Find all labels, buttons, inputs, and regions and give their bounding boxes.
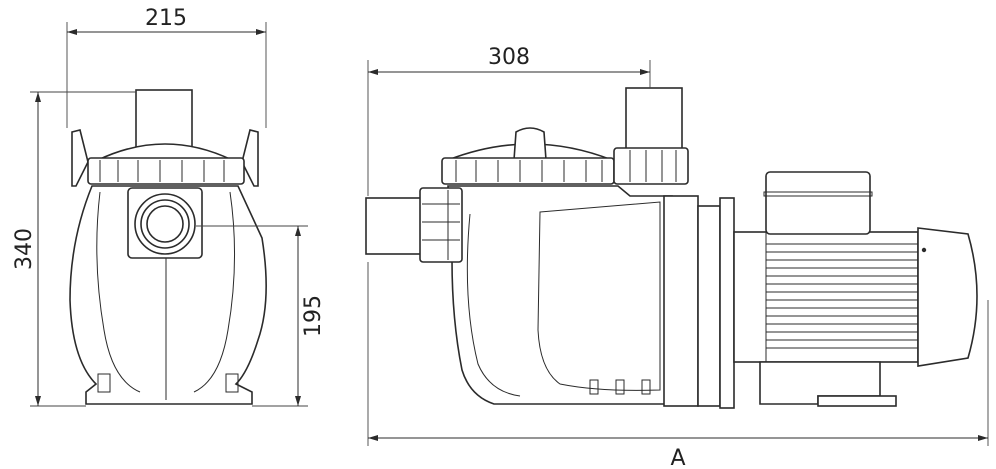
front-height-label: 340 [12, 228, 37, 270]
side-flange [663, 195, 699, 407]
side-view: 308 A [365, 45, 989, 469]
front-right-handle [241, 129, 259, 187]
front-view: 215 340 195 [12, 6, 326, 407]
front-pump-body [69, 185, 267, 405]
inlet-height-label: 195 [301, 295, 326, 337]
front-width-label: 215 [145, 6, 187, 31]
side-pump-housing [447, 185, 673, 405]
side-outlet-union [613, 147, 689, 185]
side-lid-ring [441, 157, 615, 185]
side-depth-label: 308 [488, 45, 530, 70]
front-lid-ring [87, 157, 245, 185]
side-inlet-union [419, 187, 463, 263]
side-outlet-pipe [625, 87, 683, 151]
side-lid-handle [513, 127, 547, 161]
side-adapter [697, 205, 721, 407]
front-outlet-pipe [135, 89, 193, 153]
side-terminal-box [765, 171, 871, 235]
front-left-handle [71, 129, 89, 187]
side-inlet-pipe [365, 197, 427, 255]
side-motor-end-cap [917, 227, 978, 367]
front-inlet-port [134, 193, 196, 255]
overall-length-label: A [670, 446, 685, 469]
